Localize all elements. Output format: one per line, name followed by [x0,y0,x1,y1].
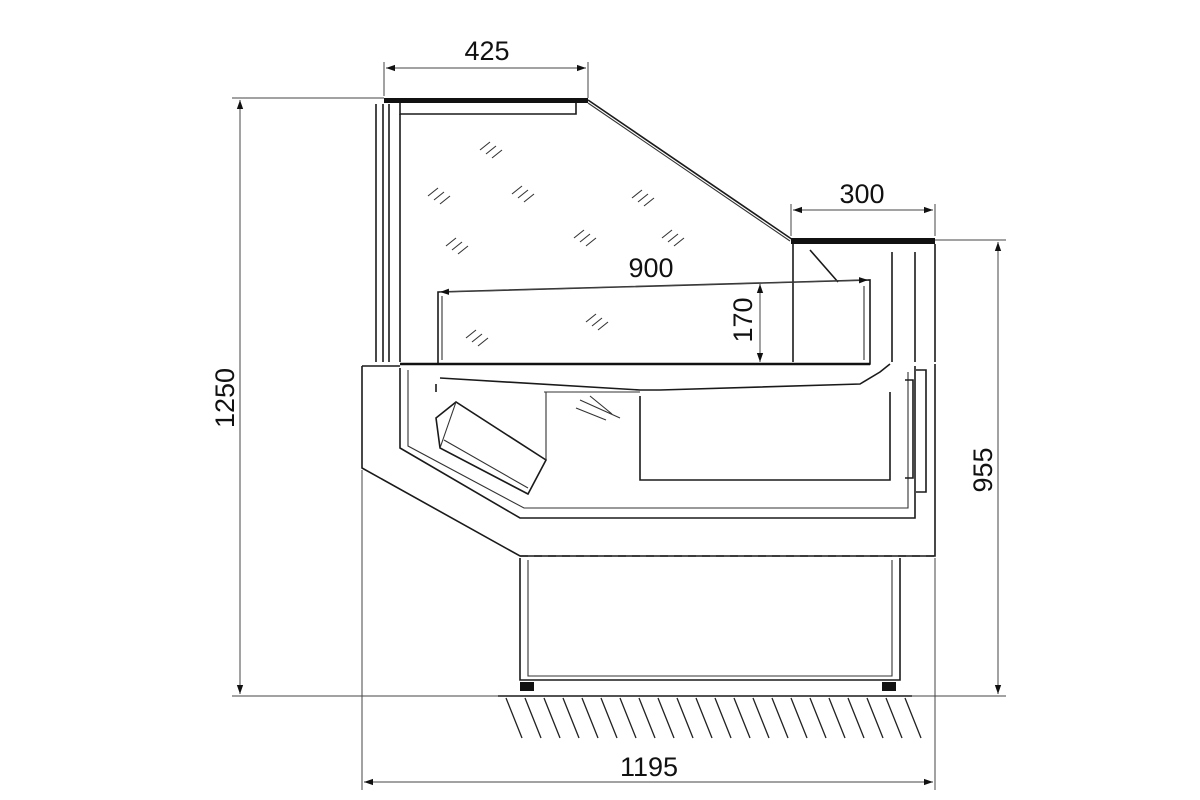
evaporator [575,395,621,421]
hatch-stroke [866,697,884,739]
hatch-stroke [695,697,713,739]
display-shelf [437,279,871,365]
tray-basin [435,401,548,496]
hatch-stroke [771,697,789,739]
front-glass [587,99,794,241]
rear-glass-post [375,104,401,362]
hatch-stroke [562,697,580,739]
hatch-stroke [790,697,808,739]
hatch-stroke [676,697,694,739]
rear-panel-detail [905,369,927,493]
hatch-stroke [524,697,542,739]
hatch-stroke [581,697,599,739]
dim-label-display-width: 900 [628,253,673,283]
dim-label-counter-height: 955 [968,447,998,492]
dimension-lines [232,62,1006,790]
cabinet-body [361,98,936,691]
hatch-stroke [714,697,732,739]
hatch-stroke [752,697,770,739]
front-shelf-top [791,238,935,244]
display-shelf-inner [441,286,865,360]
inner-tray [435,363,891,481]
front-glass-inner [587,102,791,242]
hatch-stroke [809,697,827,739]
hatch-stroke [619,697,637,739]
hatch-stroke [657,697,675,739]
hatch-stroke [828,697,846,739]
ground-hatching [498,695,922,739]
tray-basin-lines [439,391,640,489]
base-cabinet [519,558,901,681]
front-shelf-frame [792,244,936,362]
left-foot [520,682,534,691]
canopy-lip [399,103,577,115]
hatch-stroke [505,697,523,739]
dim-label-total-depth: 1195 [620,752,678,782]
hatch-stroke [885,697,903,739]
hatch-stroke [600,697,618,739]
inner-liner-2 [407,370,909,509]
hatch-stroke [847,697,865,739]
glass-reflection-marks [427,141,685,347]
dim-label-total-height: 1250 [210,368,240,428]
hatch-stroke [904,697,922,739]
hatch-stroke [733,697,751,739]
dim-label-display-height: 170 [728,297,758,342]
right-foot [882,682,896,691]
dim-label-shelf-depth: 300 [839,179,884,209]
inner-liner [399,366,916,519]
top-canopy [384,98,588,103]
hatch-stroke [638,697,656,739]
dim-label-top-depth: 425 [464,36,509,66]
counter-outline [361,364,936,557]
hatch-stroke [543,697,561,739]
base-cabinet-inner [527,560,893,677]
